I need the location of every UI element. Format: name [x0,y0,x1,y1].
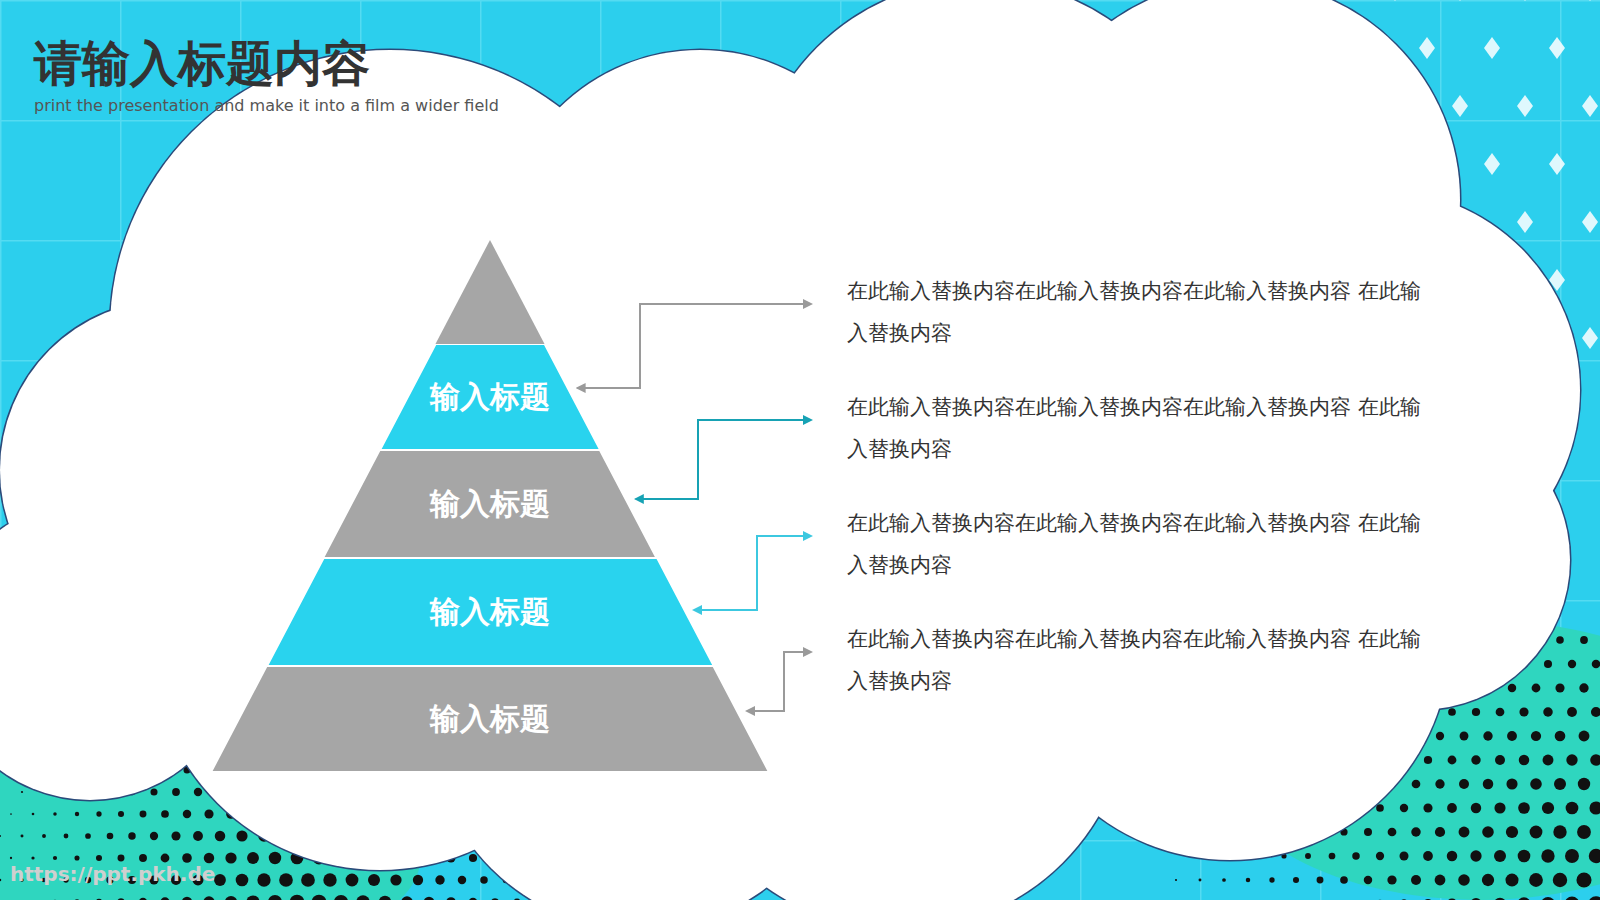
description-text: 在此输入替换内容在此输入替换内容在此输入替换内容 在此输入替换内容 [847,270,1427,354]
connector-arrow [578,304,811,388]
description-text: 在此输入替换内容在此输入替换内容在此输入替换内容 在此输入替换内容 [847,618,1427,702]
text-block: 在此输入替换内容在此输入替换内容在此输入替换内容 在此输入替换内容 [847,618,1427,702]
slide-title: 请输入标题内容 [34,32,370,96]
band-label: 输入标题 [267,592,714,633]
text-block: 在此输入替换内容在此输入替换内容在此输入替换内容 在此输入替换内容 [847,502,1427,586]
description-text: 在此输入替换内容在此输入替换内容在此输入替换内容 在此输入替换内容 [847,386,1427,470]
band-label: 输入标题 [211,699,769,740]
connector-arrow [636,420,811,499]
watermark: https://ppt.pkh.de [10,862,215,886]
pyramid-band: 输入标题 [267,558,714,666]
pyramid-band: 输入标题 [211,666,769,772]
description-text: 在此输入替换内容在此输入替换内容在此输入替换内容 在此输入替换内容 [847,502,1427,586]
pyramid-band: 输入标题 [323,450,657,558]
text-block: 在此输入替换内容在此输入替换内容在此输入替换内容 在此输入替换内容 [847,270,1427,354]
pyramid-band: 输入标题 [380,344,600,450]
band-label: 输入标题 [380,377,600,418]
text-block: 在此输入替换内容在此输入替换内容在此输入替换内容 在此输入替换内容 [847,386,1427,470]
connector-arrow [747,652,811,711]
band-label: 输入标题 [323,484,657,525]
slide-subtitle: print the presentation and make it into … [34,96,499,115]
connector-arrow [694,536,811,610]
